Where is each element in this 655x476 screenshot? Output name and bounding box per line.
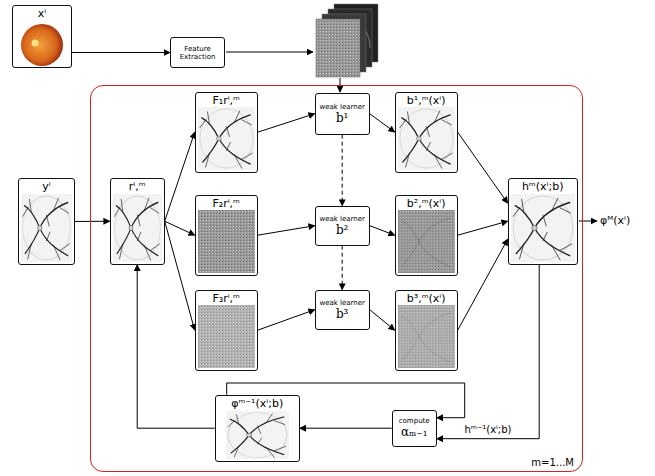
flow-connector (370, 114, 395, 133)
edge-label: hᵐ⁻¹(xⁱ;b) (464, 423, 511, 436)
label-holder: φᴹ(xⁱ) (600, 214, 630, 227)
flow-connector (437, 265, 540, 439)
node-label: rⁱ,ᵐ (129, 180, 146, 193)
ensemble-box: hᵐ(xⁱ;b) (508, 178, 578, 265)
node-label: weak learner (319, 103, 365, 111)
vessel-image (198, 107, 255, 170)
node-label: φᵐ⁻¹(xⁱ;b) (231, 397, 283, 410)
node-symbol: b³ (336, 307, 349, 321)
noise-image (198, 210, 255, 273)
filtered-image (398, 210, 455, 273)
filtered-residual-box: F₃rⁱ,ᵐ (195, 290, 258, 371)
flow-arrow (226, 52, 313, 53)
flow-connector (370, 226, 395, 236)
optic-disc (32, 40, 39, 47)
weak-output-box: b³,ᵐ(xⁱ) (395, 290, 458, 371)
node-label: b³,ᵐ(xⁱ) (407, 292, 446, 305)
flow-connector (258, 226, 315, 236)
flow-connector (165, 221, 195, 330)
weak-learner-box: weak learnerb³ (315, 290, 370, 330)
flow-connector (72, 52, 170, 53)
model-box: φᵐ⁻¹(xⁱ;b) (215, 395, 300, 462)
weak-learner-box: weak learnerb² (315, 206, 370, 246)
iteration-region: m=1...M rⁱ,ᵐ F₁rⁱ,ᵐF₂rⁱ,ᵐF₃rⁱ,ᵐ weak learne… (90, 85, 583, 472)
flow-connector (458, 239, 508, 330)
flow-connector (165, 132, 195, 221)
node-label: weak learner (319, 215, 365, 223)
input-image-box: xⁱ (12, 5, 72, 68)
filtered-image (398, 305, 455, 368)
flow-connector (370, 310, 395, 331)
weak-learner-box: weak learnerb¹ (315, 93, 370, 135)
weak-output-box: b¹,ᵐ(xⁱ) (395, 92, 458, 173)
node-label: F₃rⁱ,ᵐ (212, 292, 240, 305)
flow-connector (165, 221, 195, 235)
flow-connector (342, 246, 343, 290)
flow-connector (258, 310, 315, 331)
node-label: hᵐ(xⁱ;b) (522, 180, 564, 193)
node-label: weak learner (319, 299, 365, 307)
process-box: Feature Extraction (170, 37, 225, 68)
node-label: m=1...M (531, 456, 574, 469)
compute-box: computeαₘ₋₁ (392, 410, 437, 447)
node-symbol: αₘ₋₁ (401, 425, 428, 439)
label-holder: hᵐ⁻¹(xⁱ;b) (464, 423, 511, 436)
noise-image (198, 305, 255, 368)
residual-box: rⁱ,ᵐ (110, 178, 165, 265)
feature-map (316, 19, 360, 77)
flow-connector (258, 114, 315, 133)
flow-connector (458, 221, 508, 235)
flow-connector (458, 132, 508, 203)
vessel-image (226, 411, 289, 459)
node-label: compute (399, 417, 430, 425)
output-label: φᴹ(xⁱ) (600, 214, 630, 227)
output-arrow (579, 221, 597, 222)
fundus-image (21, 24, 63, 66)
node-label: b¹,ᵐ(xⁱ) (407, 94, 446, 107)
vessel-image (113, 194, 162, 262)
vessel-image (511, 194, 575, 262)
filtered-residual-box: F₁rⁱ,ᵐ (195, 92, 258, 173)
node-label: F₁rⁱ,ᵐ (212, 94, 240, 107)
flow-connector (227, 383, 465, 418)
flow-connector (300, 428, 392, 429)
weak-output-box: b²,ᵐ(xⁱ) (395, 195, 458, 276)
node-symbol: b¹ (336, 111, 349, 125)
node-label: Feature Extraction (173, 45, 222, 61)
node-symbol: b² (336, 223, 349, 237)
flow-connector (342, 135, 343, 206)
vessel-image (398, 107, 455, 170)
flow-connector (75, 221, 110, 222)
node-label: yⁱ (42, 180, 50, 193)
node-label: b²,ᵐ(xⁱ) (407, 197, 446, 210)
vessel-image (21, 194, 72, 262)
target-image-box: yⁱ (18, 178, 75, 265)
node-label: F₂rⁱ,ᵐ (212, 197, 240, 210)
node-label: xⁱ (38, 7, 46, 20)
filtered-residual-box: F₂rⁱ,ᵐ (195, 195, 258, 276)
